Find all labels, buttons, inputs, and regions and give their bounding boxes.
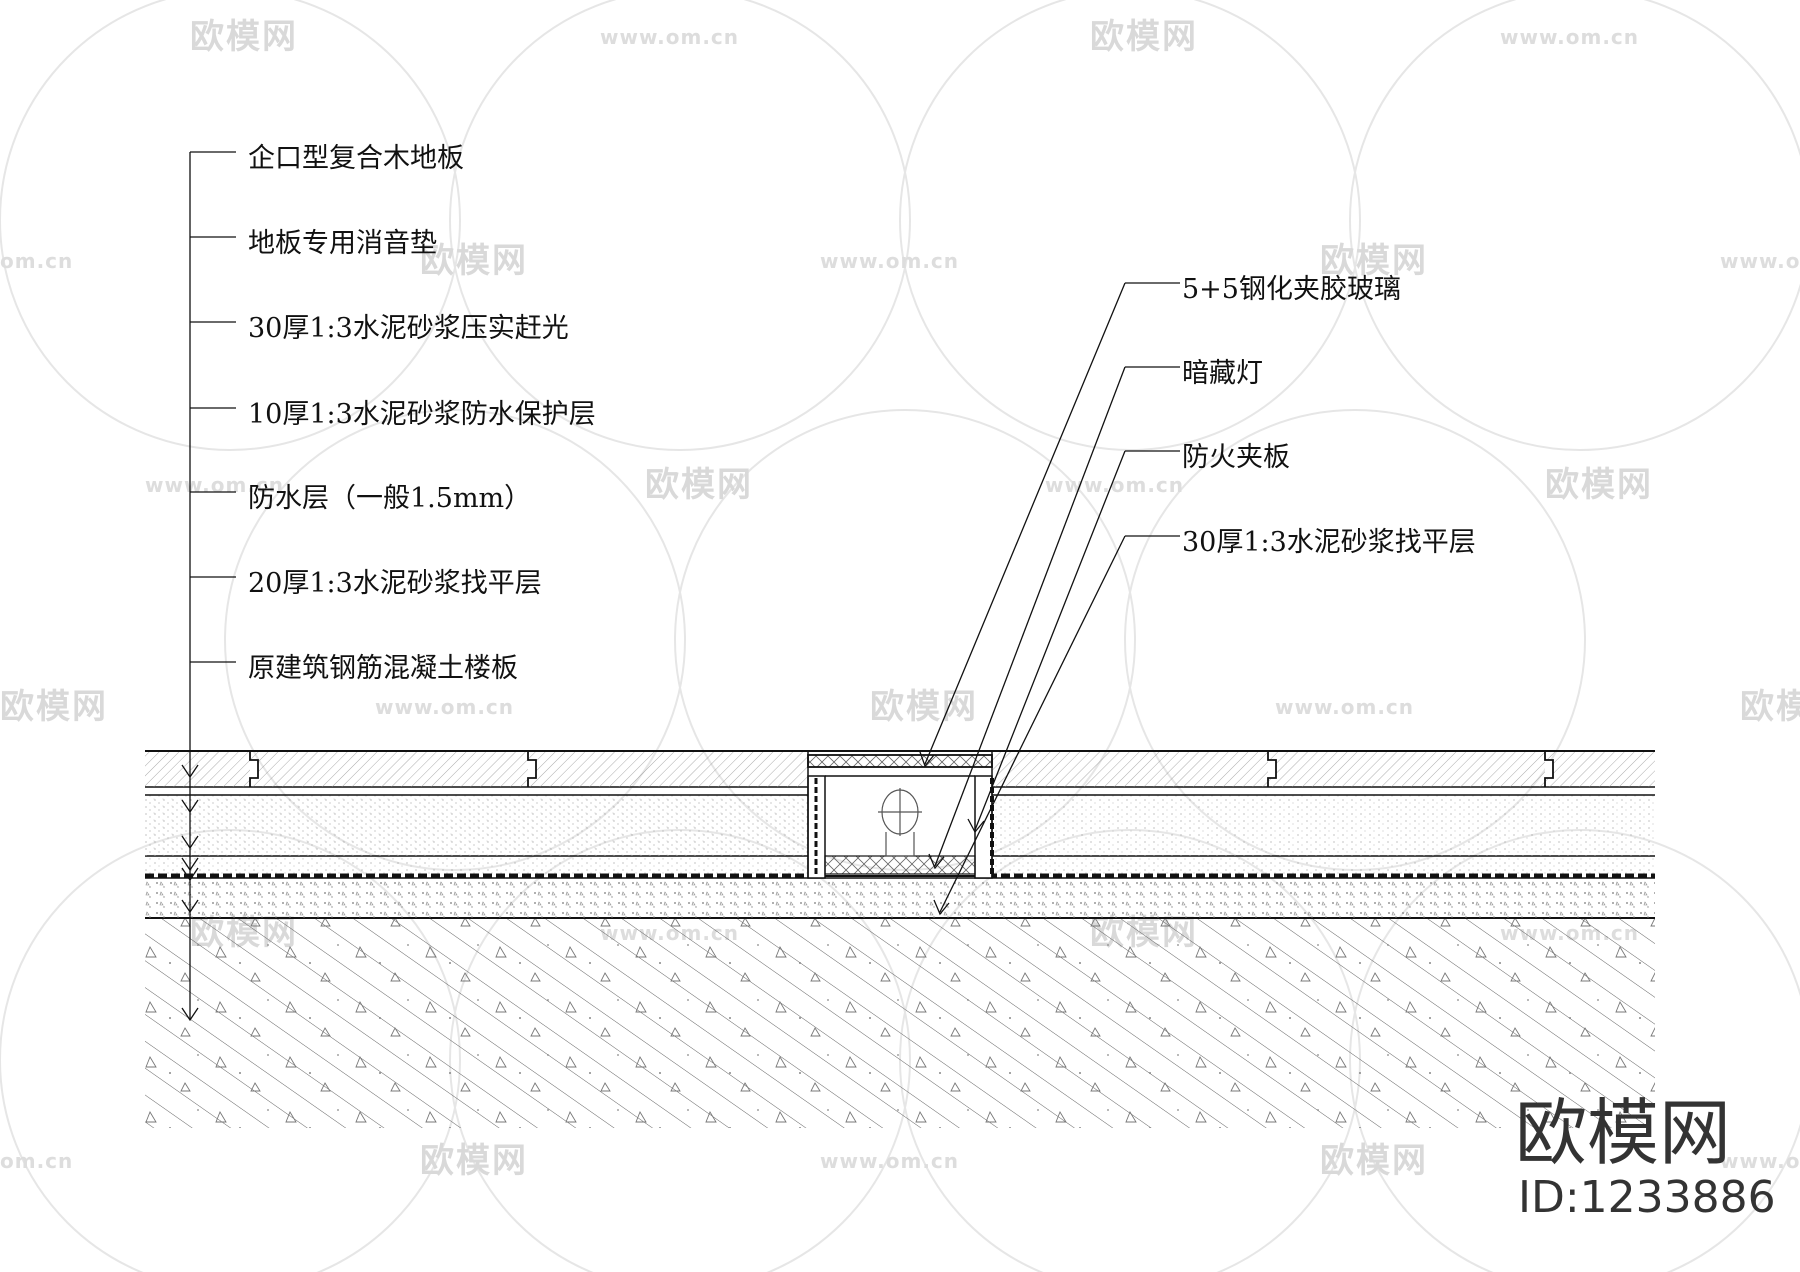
watermark-url: www.om.cn bbox=[820, 249, 959, 273]
leveling-layer bbox=[145, 878, 1655, 918]
concrete-slab-aggregate bbox=[145, 918, 1655, 1128]
label-laminated-glass: 5+5钢化夹胶玻璃 bbox=[1182, 274, 1401, 305]
label-concrete-slab: 原建筑钢筋混凝土楼板 bbox=[248, 653, 518, 684]
label-concealed-lamp: 暗藏灯 bbox=[1182, 358, 1263, 389]
watermark-url: www.om.cn bbox=[375, 695, 514, 719]
watermark-brand: 欧模网 bbox=[870, 687, 978, 727]
label-waterproof: 防水层（一般1.5mm） bbox=[248, 483, 531, 514]
watermark-brand: 欧模网 bbox=[0, 687, 108, 727]
label-protective-10: 10厚1:3水泥砂浆防水保护层 bbox=[248, 399, 596, 430]
right-leaders bbox=[919, 282, 1180, 916]
watermark-brand: 欧模网 bbox=[420, 1141, 528, 1181]
watermark-url: om.cn bbox=[0, 1149, 73, 1173]
watermark-url: www.om.cn bbox=[1275, 695, 1414, 719]
brand-stamp: 欧模网 ID:1233886 bbox=[1515, 1091, 1776, 1223]
watermark-url: www.om.cn bbox=[1720, 1149, 1800, 1173]
label-leveling-30: 30厚1:3水泥砂浆找平层 bbox=[1182, 527, 1476, 558]
watermark-brand: 欧模网 bbox=[420, 241, 528, 281]
wood-floor-left bbox=[145, 751, 808, 787]
watermark-url: www.om.cn bbox=[1500, 25, 1639, 49]
watermark-brand: 欧模网 bbox=[1740, 687, 1800, 727]
left-leaders bbox=[181, 151, 236, 1022]
protective-layer bbox=[145, 856, 808, 874]
light-trough bbox=[807, 750, 994, 879]
brand-name: 欧模网 bbox=[1515, 1091, 1731, 1175]
watermark-url: www.om.cn bbox=[145, 473, 284, 497]
concealed-lamp-icon bbox=[878, 788, 922, 857]
watermark-url: www.om.cn bbox=[1720, 249, 1800, 273]
watermark-brand: 欧模网 bbox=[190, 17, 298, 57]
label-wood-floor: 企口型复合木地板 bbox=[248, 143, 464, 174]
left-callout-labels: 企口型复合木地板 地板专用消音垫 30厚1:3水泥砂浆压实赶光 10厚1:3水泥… bbox=[248, 143, 596, 684]
watermark-brand: 欧模网 bbox=[1545, 465, 1653, 505]
watermark-url: www.om.cn bbox=[820, 1149, 959, 1173]
watermark-brand: 欧模网 bbox=[1320, 241, 1428, 281]
watermark-brand: 欧模网 bbox=[645, 465, 753, 505]
floor-section bbox=[145, 750, 1655, 1128]
watermark-brand: 欧模网 bbox=[1320, 1141, 1428, 1181]
label-fireproof-board: 防火夹板 bbox=[1182, 442, 1290, 473]
right-callout-labels: 5+5钢化夹胶玻璃 暗藏灯 防火夹板 30厚1:3水泥砂浆找平层 bbox=[1182, 274, 1476, 558]
board-joints bbox=[249, 751, 1554, 787]
brand-id: ID:1233886 bbox=[1518, 1172, 1776, 1223]
watermark-brand: 欧模网 bbox=[1090, 17, 1198, 57]
watermark-url: www.om.cn bbox=[600, 25, 739, 49]
label-leveling-20: 20厚1:3水泥砂浆找平层 bbox=[248, 568, 542, 599]
watermark-url: om.cn bbox=[0, 249, 73, 273]
wood-floor-right bbox=[992, 751, 1655, 787]
label-mortar-30: 30厚1:3水泥砂浆压实赶光 bbox=[248, 313, 569, 344]
label-sound-mat: 地板专用消音垫 bbox=[248, 228, 437, 259]
